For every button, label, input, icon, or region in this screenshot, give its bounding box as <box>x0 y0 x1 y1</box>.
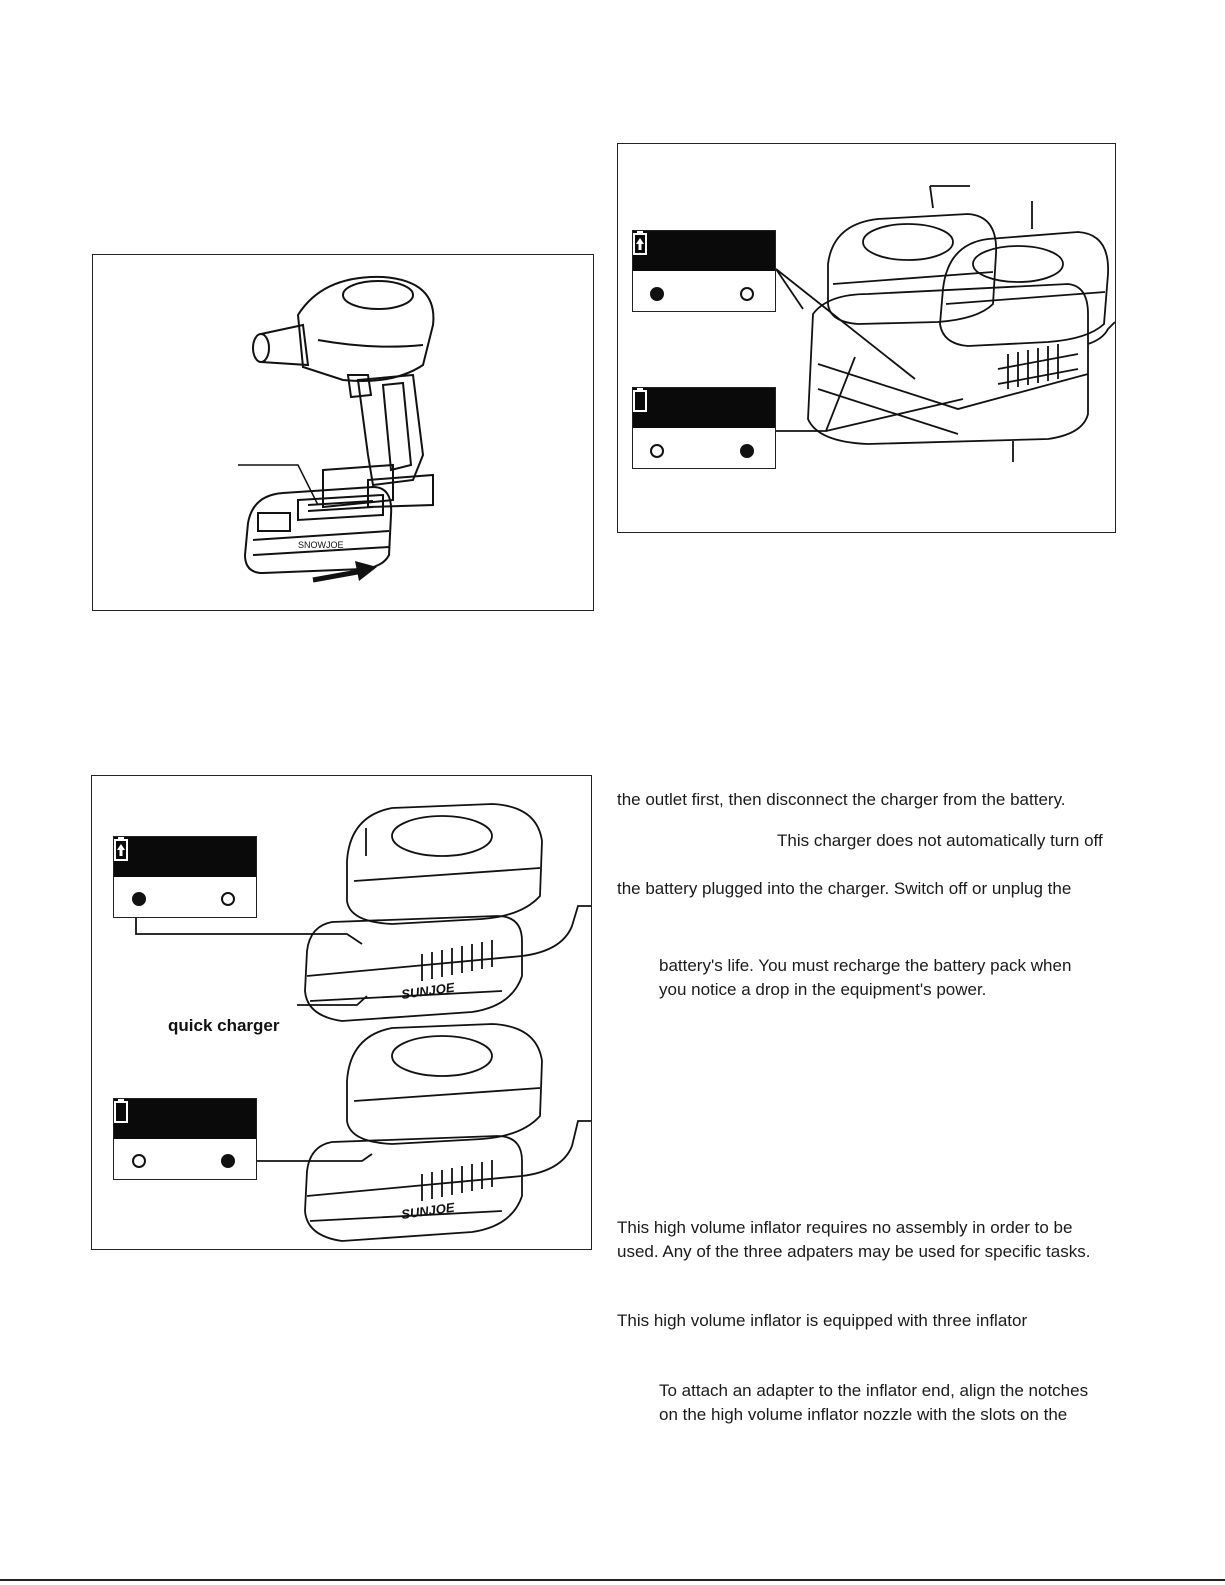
battery-full-icon <box>633 388 647 412</box>
footer-rule <box>0 1579 1225 1581</box>
figure-quick-charger: SUNJOE SUNJOE quick charger <box>91 775 592 1250</box>
inflator-illustration: SNOWJOE <box>238 275 435 583</box>
quick-charger-illustration: SUNJOE SUNJOE <box>135 803 591 1242</box>
figure-dual-charger <box>617 143 1116 533</box>
led-red <box>221 1154 235 1168</box>
indicator-charging <box>113 836 257 918</box>
led-red <box>221 892 235 906</box>
led-green <box>132 1154 146 1168</box>
battery-charging-icon <box>114 837 128 861</box>
indicator-full <box>632 387 776 469</box>
text-line: used. Any of the three adpaters may be u… <box>617 1242 1091 1261</box>
figure-battery-removal: SNOWJOE <box>92 254 594 611</box>
quick-charger-label: quick charger <box>168 1016 280 1035</box>
text-line: This high volume inflator is equipped wi… <box>617 1311 1028 1330</box>
text-line: To attach an adapter to the inflator end… <box>659 1381 1089 1400</box>
led-green <box>650 287 664 301</box>
svg-text:SUNJOE: SUNJOE <box>400 1200 455 1222</box>
led-red <box>740 444 754 458</box>
indicator-charging <box>632 230 776 312</box>
text-line: battery's life. You must recharge the ba… <box>659 956 1072 975</box>
battery-charging-icon <box>633 231 647 255</box>
text-line: This charger does not automatically turn… <box>777 831 1103 850</box>
svg-text:SNOWJOE: SNOWJOE <box>298 540 344 550</box>
battery-full-icon <box>114 1099 128 1123</box>
svg-text:SUNJOE: SUNJOE <box>400 980 455 1002</box>
text-line: on the high volume inflator nozzle with … <box>659 1405 1068 1424</box>
dual-charger-illustration <box>775 185 1115 462</box>
indicator-full <box>113 1098 257 1180</box>
text-line: the battery plugged into the charger. Sw… <box>617 879 1072 898</box>
text-line: This high volume inflator requires no as… <box>617 1218 1073 1237</box>
led-green <box>132 892 146 906</box>
text-line: the outlet first, then disconnect the ch… <box>617 790 1066 809</box>
text-line: you notice a drop in the equipment's pow… <box>659 980 987 999</box>
led-green <box>650 444 664 458</box>
led-red <box>740 287 754 301</box>
